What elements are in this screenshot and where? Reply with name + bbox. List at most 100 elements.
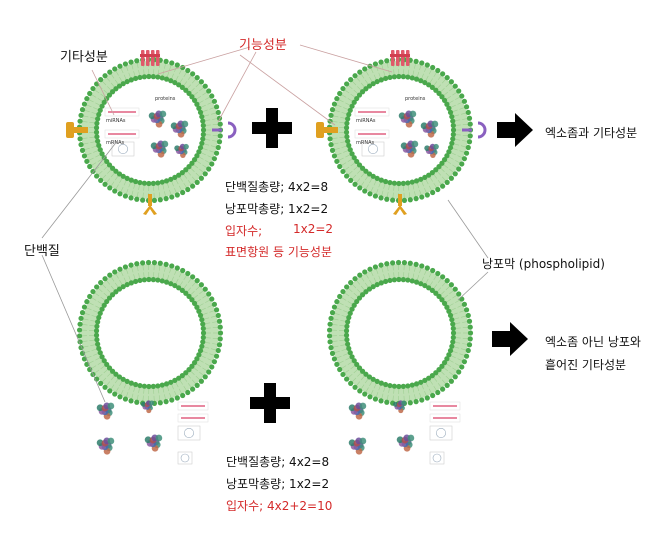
lipid-head-outer xyxy=(216,313,221,318)
hook-arc xyxy=(228,123,235,137)
lipid-head-outer xyxy=(78,113,83,118)
lipid-heads xyxy=(327,260,473,406)
lipid-head-outer xyxy=(468,133,473,138)
protein-subunit xyxy=(432,121,439,128)
lipid-head-outer xyxy=(169,194,174,199)
lipid-head-outer xyxy=(158,400,163,405)
lipid-head-outer xyxy=(440,71,445,76)
lipid-head-inner xyxy=(201,132,206,137)
lipid-head-inner xyxy=(346,143,351,148)
lipid-head-inner xyxy=(151,277,156,282)
lipid-head-outer xyxy=(209,364,214,369)
lipid-head-outer xyxy=(217,319,222,324)
lipid-head-inner xyxy=(405,180,410,185)
lipid-head-outer xyxy=(185,271,190,276)
lipid-head-outer xyxy=(337,91,342,96)
lipid-head-outer xyxy=(117,394,122,399)
lipid-head-outer xyxy=(390,198,395,203)
lipid-head-inner xyxy=(201,123,206,128)
lipid-head-outer xyxy=(216,145,221,150)
callout-protein-top xyxy=(42,140,118,238)
lipid-head-outer xyxy=(462,156,467,161)
lipid-head-inner xyxy=(392,384,397,389)
lipid-head-outer xyxy=(413,59,418,64)
lipid-head-outer xyxy=(408,197,413,202)
lipid-head-inner xyxy=(142,181,147,186)
lipid-head-outer xyxy=(206,291,211,296)
scattered-cargo-left xyxy=(97,400,208,464)
lipid-head-outer xyxy=(378,262,383,267)
lipid-head-outer xyxy=(134,400,139,405)
lipid-head-outer xyxy=(334,96,339,101)
lipid-head-inner xyxy=(345,342,350,347)
lipid-head-outer xyxy=(84,159,89,164)
lipid-head-outer xyxy=(107,185,112,190)
channel-helix xyxy=(141,50,145,66)
lipid-head-inner xyxy=(199,114,204,119)
lipid-head-outer xyxy=(384,58,389,63)
hook-stem xyxy=(212,129,222,132)
lipid-head-outer xyxy=(344,376,349,381)
lipid-head-inner xyxy=(396,384,401,389)
lipid-head-outer xyxy=(445,383,450,388)
lipid-head-outer xyxy=(449,282,454,287)
lipid-head-outer xyxy=(340,289,345,294)
lipid-head-inner xyxy=(344,337,349,342)
lipid-head-outer xyxy=(180,393,185,398)
content-card xyxy=(430,426,452,440)
lipid-head-outer xyxy=(453,84,458,89)
vesicle-bottom-right xyxy=(327,260,473,406)
lipid-head-outer xyxy=(413,262,418,267)
result-top-label: 엑소좀과 기타성분 xyxy=(545,124,637,141)
plus-icon-bottom xyxy=(250,383,290,423)
lipid-head-inner xyxy=(383,76,388,81)
lipid-head-outer xyxy=(90,289,95,294)
lipid-head-inner xyxy=(401,384,406,389)
lipid-head-outer xyxy=(430,65,435,70)
lipid-head-outer xyxy=(466,145,471,150)
lipid-head-outer xyxy=(152,198,157,203)
lipid-head-outer xyxy=(445,75,450,80)
lipid-head-inner xyxy=(392,74,397,79)
lipid-head-outer xyxy=(209,161,214,166)
protein-subunit xyxy=(149,400,154,405)
lipid-head-outer xyxy=(78,316,83,321)
lipid-head-inner xyxy=(94,121,99,126)
lipid-head-inner xyxy=(151,181,156,186)
functional-label: 기능성분 xyxy=(239,34,287,53)
lipid-head-outer xyxy=(362,269,367,274)
lipid-head-outer xyxy=(214,307,219,312)
lipid-head-outer xyxy=(123,396,128,401)
lipid-head-outer xyxy=(203,84,208,89)
lipid-head-outer xyxy=(77,136,82,141)
lipid-head-inner xyxy=(450,136,455,141)
lipid-head-inner xyxy=(199,317,204,322)
lipid-head-inner xyxy=(401,277,406,282)
lipid-head-outer xyxy=(87,91,92,96)
lipid-head-outer xyxy=(158,261,163,266)
lipid-head-outer xyxy=(98,280,103,285)
lipid-head-outer xyxy=(466,348,471,353)
lipid-head-outer xyxy=(384,197,389,202)
lipid-head-outer xyxy=(175,192,180,197)
mirna-inner-text: miRNAs xyxy=(106,118,126,124)
lipid-head-outer xyxy=(123,264,128,269)
protein-subunit xyxy=(108,403,115,410)
mirna-inner-text: miRNAs xyxy=(356,118,376,124)
lipid-head-inner xyxy=(387,383,392,388)
lipid-head-outer xyxy=(464,104,469,109)
lipid-head-inner xyxy=(344,121,349,126)
lipid-head-outer xyxy=(348,77,353,82)
bottom-particle-count: 입자수; 4x2+2=10 xyxy=(226,497,332,514)
lipid-head-outer xyxy=(440,274,445,279)
protein-blob xyxy=(424,144,439,158)
result-bottom-line2: 흩어진 기타성분 xyxy=(545,356,626,373)
protein-subunit xyxy=(156,435,163,442)
lipid-head-outer xyxy=(453,287,458,292)
hook-stem xyxy=(462,129,472,132)
lipid-head-outer xyxy=(468,336,473,341)
lipid-head-inner xyxy=(344,328,349,333)
lipid-head-inner xyxy=(345,139,350,144)
rna-strand xyxy=(105,130,139,138)
